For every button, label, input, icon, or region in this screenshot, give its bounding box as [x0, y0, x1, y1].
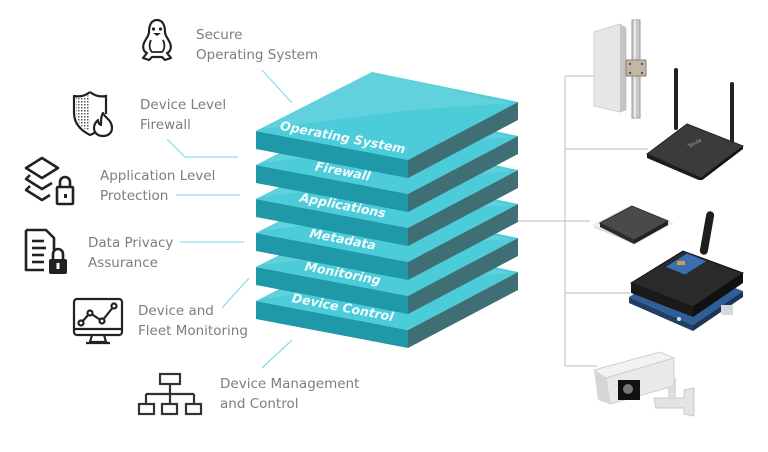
monitor-chart-icon — [72, 297, 124, 347]
label-line: Assurance — [88, 255, 158, 271]
label-line: Data Privacy — [88, 235, 174, 251]
microcontroller-chip-image — [588, 199, 684, 247]
label-line: Fleet Monitoring — [138, 323, 248, 339]
label-line: Application Level — [100, 168, 216, 184]
wifi-router-image: Tenda — [645, 68, 745, 180]
label-line: Firewall — [140, 117, 191, 133]
feature-label-app-protection: Application Level Protection — [100, 166, 215, 206]
panel-antenna-image — [590, 18, 650, 120]
slab-front-face — [256, 301, 408, 348]
label-line: Device Management — [220, 376, 360, 392]
linux-penguin-icon — [140, 18, 174, 64]
feature-label-fleet-monitoring: Device and Fleet Monitoring — [138, 301, 248, 341]
connector-device-management — [261, 339, 293, 369]
arduino-board-image — [627, 209, 747, 337]
slab-top-face — [256, 72, 518, 160]
label-line: and Control — [220, 396, 299, 412]
slab-front-face — [256, 165, 408, 212]
org-chart-icon — [137, 372, 203, 418]
shield-flame-icon — [72, 89, 116, 139]
feature-label-device-management: Device Management and Control — [220, 374, 359, 414]
slab-side-face — [408, 272, 518, 348]
label-line: Secure — [196, 27, 243, 43]
connector-fleet-monitoring — [221, 277, 250, 309]
slab-front-face — [256, 199, 408, 246]
connector-secure-os — [261, 69, 293, 104]
feature-label-data-privacy: Data Privacy Assurance — [88, 233, 173, 273]
label-line: Device Level — [140, 97, 227, 113]
slab-front-face — [256, 233, 408, 280]
label-line: Protection — [100, 188, 169, 204]
connector-firewall — [166, 138, 238, 158]
label-line: Device and — [138, 303, 214, 319]
layers-lock-icon — [24, 156, 80, 208]
slab-front-face — [256, 267, 408, 314]
slab-side-face — [408, 238, 518, 314]
security-camera-image — [592, 348, 702, 420]
document-lock-icon — [24, 226, 70, 276]
slab-side-face — [408, 204, 518, 280]
slab-sheen — [262, 72, 512, 129]
label-line: Operating System — [196, 47, 319, 63]
feature-label-secure-os: Secure Operating System — [196, 25, 318, 65]
feature-label-firewall: Device Level Firewall — [140, 95, 226, 135]
layer-slab: Operating System — [256, 72, 518, 178]
slab-side-face — [408, 170, 518, 246]
slab-side-face — [408, 102, 518, 178]
slab-side-face — [408, 136, 518, 212]
slab-front-face — [256, 131, 408, 178]
